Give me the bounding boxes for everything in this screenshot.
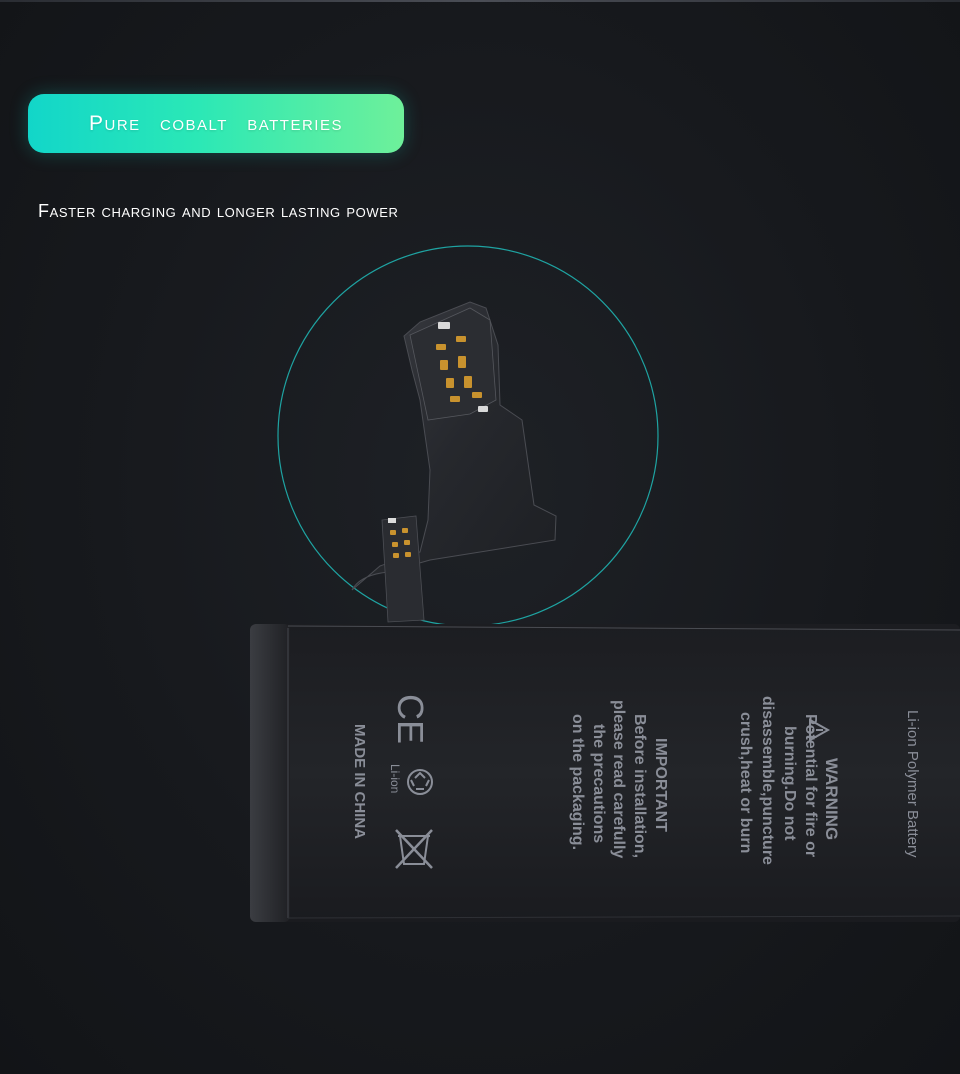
- flex-cable: [351, 301, 557, 623]
- warning-triangle-icon: [809, 718, 831, 742]
- recycle-icon: [407, 769, 433, 795]
- warning-title: WARNING: [822, 758, 841, 840]
- crossed-bin-icon: [395, 829, 433, 869]
- top-divider: [0, 0, 960, 2]
- important-block: IMPORTANT Before installation, please re…: [569, 700, 669, 858]
- important-line-1: Before installation,: [631, 714, 648, 858]
- battery-label: Li-ion Polymer Battery WARNING Potential…: [351, 694, 921, 869]
- feature-badge-text: Pure cobalt batteries: [89, 111, 343, 135]
- recycle-label: Li-ion: [388, 764, 402, 793]
- warning-line-1: Potential for fire or: [802, 714, 819, 857]
- warning-line-4: crush,heat or burn: [737, 712, 754, 853]
- warning-block: WARNING Potential for fire or burning.Do…: [737, 696, 841, 865]
- warning-line-3: disassemble,puncture: [759, 696, 776, 865]
- important-line-2: please read carefully: [610, 700, 627, 858]
- feature-badge: Pure cobalt batteries: [28, 94, 404, 153]
- important-line-3: the precautions: [590, 724, 607, 843]
- important-line-4: on the packaging.: [569, 714, 586, 850]
- feature-subtitle: Faster charging and longer lasting power: [38, 201, 399, 221]
- important-title: IMPORTANT: [652, 738, 669, 832]
- battery-body: [250, 624, 960, 922]
- ce-mark: CE: [390, 694, 431, 744]
- warning-line-2: burning.Do not: [781, 726, 798, 841]
- origin-text: MADE IN CHINA: [351, 724, 368, 839]
- battery-type-text: Li-ion Polymer Battery: [904, 710, 921, 858]
